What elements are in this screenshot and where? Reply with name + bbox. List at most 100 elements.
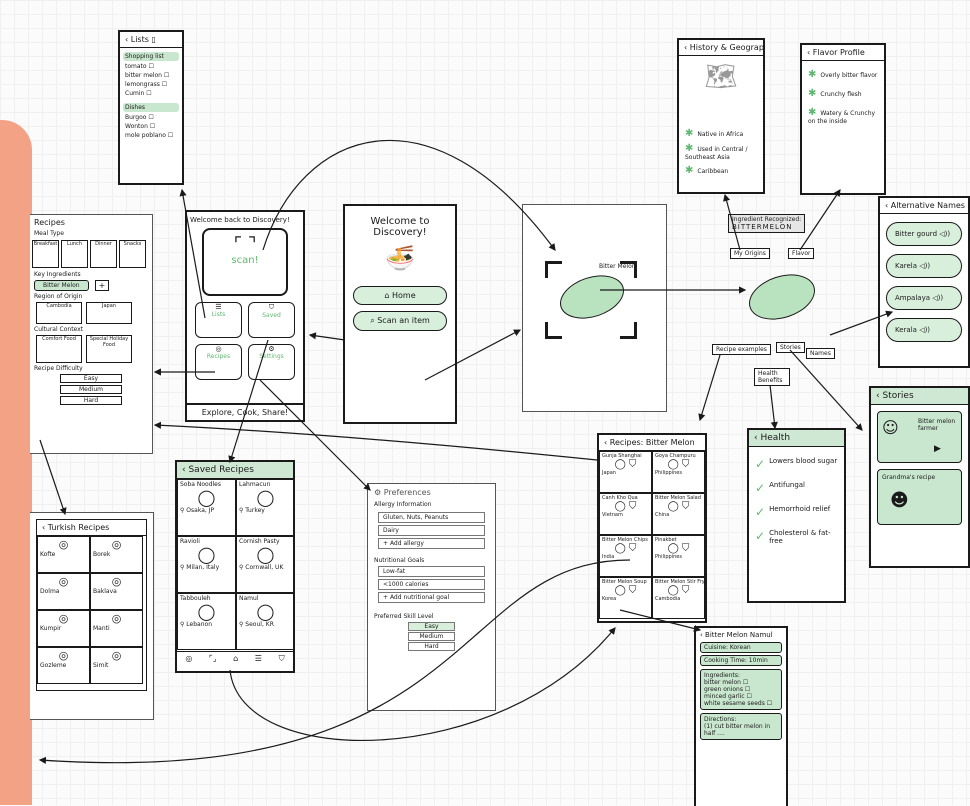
- speaker-icon[interactable]: ◁)): [919, 262, 931, 270]
- dish-item[interactable]: Wonton ☐: [125, 123, 156, 130]
- difficulty-label: Recipe Difficulty: [34, 365, 83, 372]
- bm-recipe-card[interactable]: Pinakbet◯ ⛉Philippines: [652, 535, 705, 577]
- bm-recipe-card[interactable]: Bitter Melon Salad◯ ⛉China: [652, 493, 705, 535]
- bm-recipe-card[interactable]: Bitter Melon Soup◯ ⛉Korea: [599, 577, 652, 619]
- namul-ingredient[interactable]: minced garlic ☐: [704, 693, 752, 700]
- shopping-item[interactable]: Cumin ☐: [125, 90, 152, 97]
- dish-icon: ◎: [111, 575, 122, 588]
- bm-recipe-card[interactable]: Bitter Melon Chips◯ ⛉India: [599, 535, 652, 577]
- namul-directions: Directions: (1) cut bitter melon in half…: [700, 713, 782, 740]
- add-ingredient-button[interactable]: +: [94, 280, 110, 291]
- namul-ingredient[interactable]: green onions ☐: [704, 686, 751, 693]
- skill-level[interactable]: Easy: [408, 622, 455, 631]
- saved-recipe-card[interactable]: Soba Noodles◯⚲ Osaka, JP: [177, 479, 236, 536]
- goal-item[interactable]: <1000 calories: [378, 579, 485, 590]
- speaker-icon[interactable]: ◁)): [939, 230, 951, 238]
- region-option[interactable]: Cambodia: [36, 302, 82, 324]
- scan-tile[interactable]: ⌜ ⌝ scan!: [202, 228, 288, 296]
- shopping-item[interactable]: tomato ☐: [125, 63, 154, 70]
- meal-option[interactable]: Lunch: [61, 240, 88, 268]
- meal-option[interactable]: Dinner: [90, 240, 117, 268]
- bm-recipe-card[interactable]: Gunja Shanghai◯ ⛉Japan: [599, 451, 652, 493]
- history-header: ‹ History & Geography: [679, 40, 763, 56]
- goal-item[interactable]: Low-fat: [378, 566, 485, 577]
- health-item: ✓Cholesterol & fat-free: [755, 529, 838, 545]
- flavor-item: ✱Watery & Crunchy on the inside: [808, 107, 876, 125]
- skill-level[interactable]: Medium: [408, 632, 455, 641]
- list-nav-icon[interactable]: ☰: [254, 654, 262, 663]
- tile-saved[interactable]: ⛉Saved: [248, 302, 295, 338]
- region-option[interactable]: Japan: [86, 302, 132, 324]
- recipe-icon: ◎: [215, 345, 222, 353]
- turkish-recipe-card[interactable]: ◎Manti: [90, 610, 143, 647]
- shopping-item[interactable]: lemongrass ☐: [125, 81, 168, 88]
- origins-button[interactable]: My Origins: [730, 248, 770, 259]
- saved-recipe-card[interactable]: Tabbouleh◯⚲ Lebanon: [177, 593, 236, 650]
- ingredient-tag[interactable]: Bitter Melon: [34, 280, 89, 291]
- health-screen: ‹ Health ✓Lowers blood sugar✓Antifungal✓…: [747, 428, 846, 603]
- saved-recipe-name: Tabbouleh: [180, 595, 211, 602]
- dish-icon: ◯ ⛉: [614, 459, 637, 470]
- health-button[interactable]: Health Benefits: [754, 368, 790, 386]
- shopping-item[interactable]: bitter melon ☐: [125, 72, 170, 79]
- turkish-recipe-card[interactable]: ◎Dolma: [37, 573, 90, 610]
- ingredient-screen: Ingredient Recognized:BITTERMELON My Ori…: [706, 204, 846, 412]
- bm-recipe-card[interactable]: Bitter Melon Stir Fry◯ ⛉Cambodia: [652, 577, 705, 619]
- add-allergy-button[interactable]: + Add allergy: [378, 538, 485, 549]
- tile-recipes[interactable]: ◎Recipes: [195, 344, 242, 380]
- dish-item[interactable]: Burgoo ☐: [125, 114, 154, 121]
- cultural-option[interactable]: Comfort Food: [36, 335, 82, 363]
- tile-settings[interactable]: ⚙Settings: [248, 344, 295, 380]
- dish-icon: ◎: [58, 649, 69, 662]
- user-nav-icon[interactable]: ⌂: [233, 654, 239, 663]
- home-nav-icon[interactable]: ◎: [185, 654, 193, 663]
- difficulty-option[interactable]: Hard: [60, 396, 122, 405]
- saved-recipe-card[interactable]: Lahmacun◯⚲ Turkey: [236, 479, 293, 536]
- speaker-icon[interactable]: ◁)): [932, 294, 944, 302]
- dish-item[interactable]: mole poblano ☐: [125, 132, 174, 139]
- recipes-examples-button[interactable]: Recipe examples: [712, 344, 771, 355]
- turkish-recipe-card[interactable]: ◎Baklava: [90, 573, 143, 610]
- meal-option[interactable]: Breakfast: [32, 240, 59, 268]
- skill-level[interactable]: Hard: [408, 642, 455, 651]
- saved-recipe-card[interactable]: Cornish Pasty◯⚲ Cornwall, UK: [236, 536, 293, 593]
- speaker-icon[interactable]: ◁)): [919, 326, 931, 334]
- difficulty-option[interactable]: Easy: [60, 374, 122, 383]
- name-bubble[interactable]: Bitter gourd ◁)): [886, 222, 962, 246]
- welcome-title-2: Discovery!: [373, 227, 427, 238]
- turkish-recipe-card[interactable]: ◎Simit: [90, 647, 143, 684]
- allergy-item[interactable]: Dairy: [378, 525, 485, 536]
- lists-title: Lists: [130, 35, 149, 44]
- difficulty-option[interactable]: Medium: [60, 385, 122, 394]
- names-button[interactable]: Names: [806, 348, 835, 359]
- saved-recipe-card[interactable]: Ravioli◯⚲ Milan, Italy: [177, 536, 236, 593]
- cultural-option[interactable]: Special Holiday Food: [86, 335, 132, 363]
- turkish-recipe-card[interactable]: ◎Kumpir: [37, 610, 90, 647]
- bm-recipe-card[interactable]: Goya Champuru◯ ⛉Philippines: [652, 451, 705, 493]
- allergy-item[interactable]: Gluten, Nuts, Peanuts: [378, 512, 485, 523]
- history-item: ✱Caribbean: [685, 165, 729, 176]
- bm-recipe-card[interactable]: Canh Kho Qua◯ ⛉Vietnam: [599, 493, 652, 535]
- dish-icon: ◎: [111, 538, 122, 551]
- name-bubble[interactable]: Karela ◁)): [886, 254, 962, 278]
- stories-button[interactable]: Stories: [776, 342, 805, 353]
- namul-ingredient[interactable]: bitter melon ☐: [704, 679, 749, 686]
- home-button[interactable]: ⌂ Home: [353, 286, 447, 305]
- add-goal-button[interactable]: + Add nutritional goal: [378, 592, 485, 603]
- health-text: Antifungal: [769, 481, 805, 489]
- story-card-2[interactable]: Grandma's recipe ☻: [877, 469, 962, 525]
- turkish-recipe-card[interactable]: ◎Borek: [90, 536, 143, 573]
- bookmark-nav-icon[interactable]: ⛉: [278, 654, 285, 663]
- namul-ingredient[interactable]: white sesame seeds ☐: [704, 700, 773, 707]
- name-bubble[interactable]: Kerala ◁)): [886, 318, 962, 342]
- name-bubble[interactable]: Ampalaya ◁)): [886, 286, 962, 310]
- turkish-recipe-card[interactable]: ◎Kofte: [37, 536, 90, 573]
- scan-nav-icon[interactable]: ⌜⌟: [208, 654, 217, 663]
- saved-recipe-card[interactable]: Namul◯⚲ Seoul, KR: [236, 593, 293, 650]
- tile-lists[interactable]: ☰Lists: [195, 302, 242, 338]
- scan-item-button[interactable]: ⌕ Scan an item: [353, 311, 447, 331]
- turkish-recipes-screen: ‹ Turkish Recipes ◎Kofte◎Borek◎Dolma◎Bak…: [30, 512, 154, 720]
- meal-option[interactable]: Snacks: [119, 240, 146, 268]
- story-card-1[interactable]: ☺ Bitter melon farmer ▶: [877, 411, 962, 463]
- turkish-recipe-card[interactable]: ◎Gozleme: [37, 647, 90, 684]
